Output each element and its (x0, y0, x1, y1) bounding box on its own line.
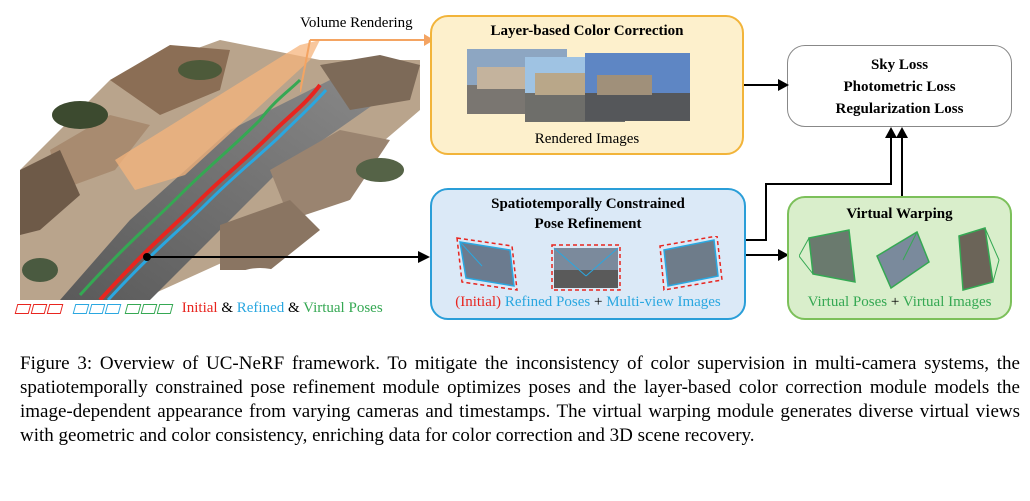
initial-pose-icon (30, 303, 48, 314)
pose-legend: Initial & Refined & Virtual Poses (14, 300, 383, 317)
color-correction-box: Layer-based Color Correction Rendered Im… (430, 15, 744, 155)
pose-refinement-bottom-text: (Initial) Refined Poses + Multi-view Ima… (432, 294, 744, 311)
virtual-warping-box: Virtual Warping Virtual Poses + Virtual … (787, 196, 1012, 320)
point-cloud-scene (20, 40, 427, 300)
arrow-scene-to-pose (143, 251, 430, 263)
pose-refinement-title-line2: Pose Refinement (534, 216, 642, 232)
rendered-images-label: Rendered Images (534, 131, 640, 147)
photometric-loss: Photometric Loss (843, 79, 956, 95)
plus-sign: + (593, 294, 603, 310)
virtual-pose-icon (124, 303, 142, 314)
arrow-warp-to-loss (896, 127, 908, 196)
refined-poses-label: Refined Poses (504, 294, 591, 310)
legend-amp-2: & (287, 300, 300, 316)
virtual-warping-bottom-text: Virtual Poses + Virtual Images (789, 294, 1010, 311)
multiview-images-label: Multi-view Images (606, 294, 721, 310)
refined-pose-icon (72, 303, 90, 314)
refined-pose-icon (104, 303, 122, 314)
virtual-pose-icon (140, 303, 158, 314)
pose-refinement-box: Spatiotemporally Constrained Pose Refine… (430, 188, 746, 320)
refined-pose-icon (88, 303, 106, 314)
plus-sign: + (890, 294, 900, 310)
virtual-warping-title: Virtual Warping (846, 206, 953, 222)
loss-lines: Sky Loss Photometric Loss Regularization… (788, 54, 1011, 120)
legend-amp-1: & (221, 300, 233, 316)
virtual-images-thumbnails (799, 227, 1000, 291)
initial-pose-icon (14, 303, 32, 314)
initial-label: (Initial) (455, 294, 502, 310)
legend-initial: Initial (181, 300, 218, 316)
volume-rendering-label: Volume Rendering (300, 15, 413, 31)
loss-box: Sky Loss Photometric Loss Regularization… (787, 45, 1012, 127)
arrow-pose-to-loss (746, 127, 897, 241)
virtual-pose-icon (156, 303, 174, 314)
figure-caption: Figure 3: Overview of UC-NeRF framework.… (20, 352, 1020, 448)
virtual-images-label: Virtual Images (902, 294, 992, 310)
initial-pose-icon (46, 303, 64, 314)
virtual-poses-label: Virtual Poses (807, 294, 888, 310)
arrow-color-to-loss (744, 79, 789, 91)
arrow-pose-to-warp (746, 249, 789, 261)
legend-virtual: Virtual Poses (303, 300, 383, 316)
sky-loss: Sky Loss (870, 57, 929, 73)
rendered-images-thumbnails (467, 49, 690, 122)
refined-poses-thumbnails (456, 236, 723, 291)
caption-text: Figure 3: Overview of UC-NeRF framework.… (20, 353, 1020, 446)
legend-refined: Refined (236, 300, 285, 316)
regularization-loss: Regularization Loss (835, 101, 964, 117)
pose-refinement-title-line1: Spatiotemporally Constrained (491, 196, 685, 212)
color-correction-title: Layer-based Color Correction (490, 23, 684, 39)
volume-rendering-arrow (300, 34, 434, 93)
